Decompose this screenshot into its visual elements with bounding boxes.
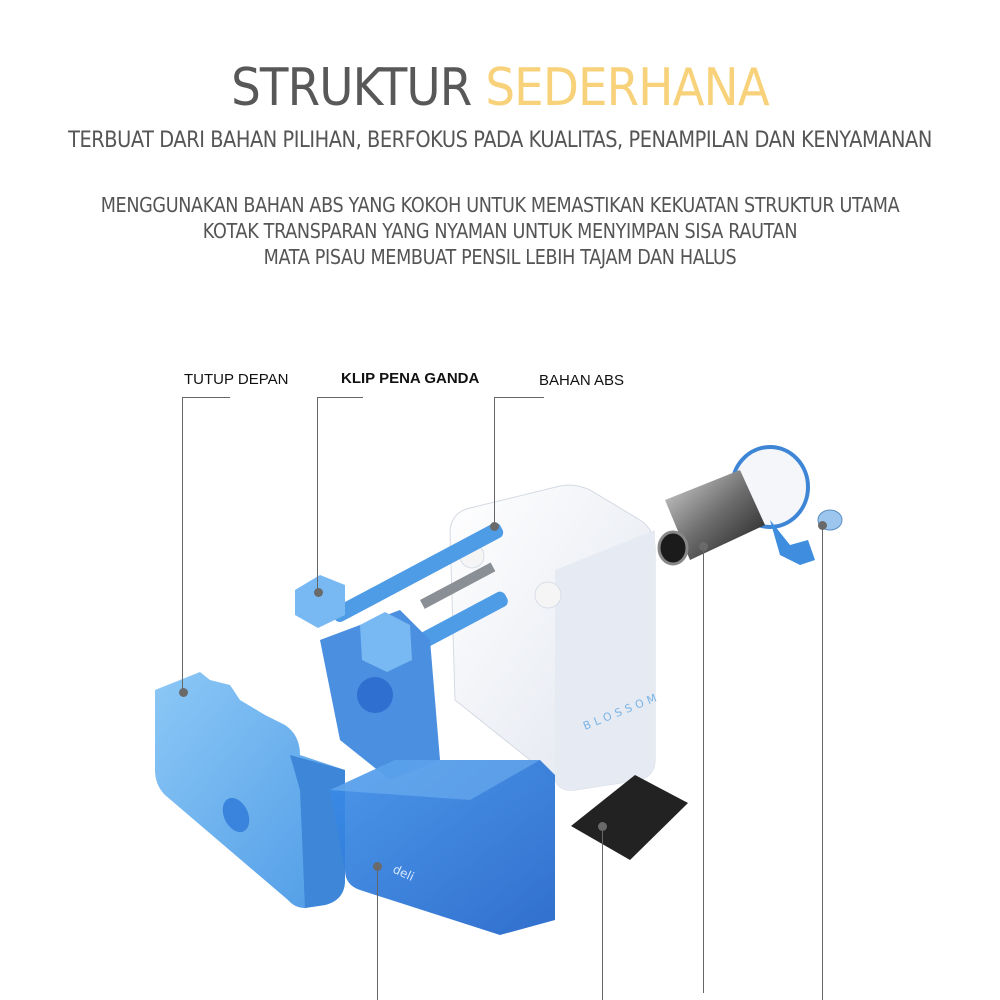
feature-item: KOTAK TRANSPARAN YANG NYAMAN UNTUK MENYI… [202, 219, 798, 243]
leader-line [182, 397, 183, 692]
leader-line [822, 525, 823, 1000]
feature-item: MENGGUNAKAN BAHAN ABS YANG KOKOH UNTUK M… [100, 193, 900, 217]
front-cover [155, 672, 345, 908]
callout-double-clip: KLIP PENA GANDA [341, 370, 480, 387]
leader-line [182, 397, 230, 398]
filter-pad [571, 775, 688, 860]
shavings-box: deli [330, 760, 555, 935]
leader-line [494, 397, 495, 526]
feature-item: MATA PISAU MEMBUAT PENSIL LEBIH TAJAM DA… [263, 245, 737, 269]
callout-dot [179, 688, 188, 697]
blade-gear-crank [657, 445, 843, 566]
callout-abs-material: BAHAN ABS [539, 372, 625, 389]
title-part-1: STRUKTUR [231, 58, 472, 118]
double-clip-assembly [295, 522, 508, 780]
leader-line [494, 397, 544, 398]
callout-front-cover: TUTUP DEPAN [184, 371, 289, 388]
leader-line [317, 397, 318, 592]
subtitle: TERBUAT DARI BAHAN PILIHAN, BERFOKUS PAD… [68, 128, 932, 153]
callout-dot [314, 588, 323, 597]
title-part-2: SEDERHANA [485, 58, 769, 118]
feature-list: MENGGUNAKAN BAHAN ABS YANG KOKOH UNTUK M… [60, 192, 940, 270]
leader-line [703, 546, 704, 993]
leader-line [602, 826, 603, 1000]
page-title: STRUKTUR SEDERHANA [50, 58, 950, 118]
leader-line [377, 866, 378, 1000]
leader-line [317, 397, 363, 398]
callout-dot [490, 522, 499, 531]
